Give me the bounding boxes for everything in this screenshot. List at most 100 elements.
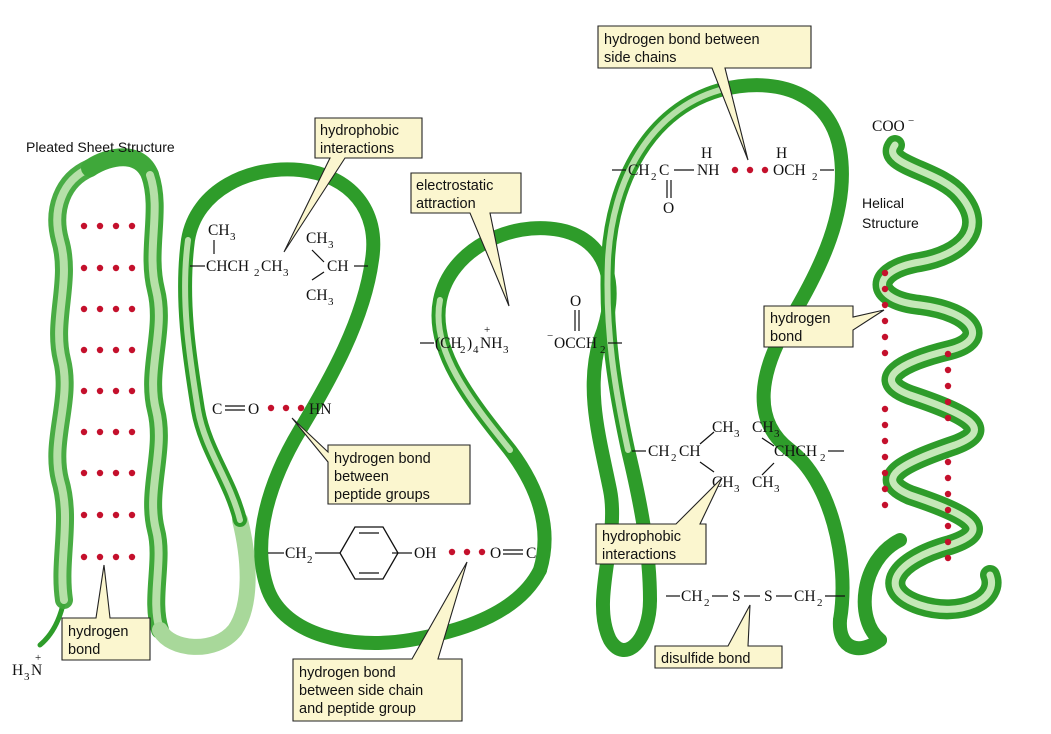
svg-text:hydrogen bond between: hydrogen bond between [604, 32, 760, 48]
svg-text:CH: CH [681, 588, 703, 605]
hydrogen-bond-dot [881, 269, 889, 277]
svg-text:CH: CH [261, 258, 283, 275]
hydrogen-bond-dot [112, 553, 120, 561]
n-terminus-label: H 3 N + [12, 652, 42, 683]
svg-text:CH: CH [285, 545, 307, 562]
hydrogen-bond-dot [96, 511, 104, 519]
svg-text:bond: bond [68, 642, 100, 658]
hydrogen-bond-dot [128, 469, 136, 477]
hydrogen-bond-dot [80, 222, 88, 230]
hydrogen-bond-dot [96, 387, 104, 395]
svg-text:3: 3 [328, 239, 334, 251]
svg-text:−: − [908, 115, 914, 127]
hydrogen-bond-dot [128, 305, 136, 313]
c-terminus-label: COO − [872, 115, 914, 135]
hydrogen-bond-dot [881, 469, 889, 477]
svg-text:N: N [31, 662, 42, 679]
hydrogen-bond-dot [881, 285, 889, 293]
svg-text:2: 2 [600, 344, 606, 356]
svg-text:hydrogen bond: hydrogen bond [334, 451, 431, 467]
hydrogen-bond-dot [944, 554, 952, 562]
svg-text:peptide groups: peptide groups [334, 487, 430, 503]
svg-text:H: H [776, 145, 787, 162]
svg-text:2: 2 [254, 267, 260, 279]
svg-text:NH: NH [697, 162, 719, 179]
svg-text:2: 2 [817, 597, 823, 609]
svg-text:C: C [659, 162, 669, 179]
svg-text:3: 3 [503, 344, 509, 356]
svg-text:2: 2 [671, 452, 677, 464]
svg-text:COO: COO [872, 118, 905, 135]
svg-text:CHCH: CHCH [774, 443, 817, 460]
hydrogen-bond-dot [944, 382, 952, 390]
svg-text:2: 2 [812, 171, 818, 183]
svg-text:side chains: side chains [604, 50, 677, 66]
svg-text:CH: CH [327, 258, 349, 275]
svg-text:disulfide bond: disulfide bond [661, 651, 751, 667]
svg-text:4: 4 [473, 344, 479, 356]
svg-text:CH: CH [306, 287, 328, 304]
hydrogen-bond-dot [128, 264, 136, 272]
svg-text:3: 3 [734, 428, 740, 440]
svg-text:OH: OH [414, 545, 436, 562]
hydrogen-bond-dot [944, 474, 952, 482]
callout-hydrophobic-top: hydrophobic interactions [283, 117, 423, 253]
hydrogen-bond-dot [80, 305, 88, 313]
svg-text:CH: CH [712, 419, 734, 436]
hydrogen-bond-dot [112, 469, 120, 477]
svg-text:CH: CH [628, 162, 650, 179]
hydrogen-bond-dot [944, 366, 952, 374]
svg-text:+: + [484, 324, 490, 336]
hydrogen-bond-dot [881, 333, 889, 341]
svg-text:2: 2 [651, 171, 657, 183]
hydrogen-bond-dot [80, 264, 88, 272]
svg-text:2: 2 [704, 597, 710, 609]
svg-text:3: 3 [774, 483, 780, 495]
svg-text:H: H [701, 145, 712, 162]
hydrogen-bond-dot [80, 346, 88, 354]
hydrogen-bond-dot [96, 346, 104, 354]
hydrogen-bond-dot [944, 506, 952, 514]
hydrogen-bond-dot [881, 405, 889, 413]
svg-text:2: 2 [460, 344, 466, 356]
svg-text:attraction: attraction [416, 196, 476, 212]
svg-text:3: 3 [328, 296, 334, 308]
hydrogen-bond-dot [944, 538, 952, 546]
svg-text:C: C [212, 401, 222, 418]
svg-text:O: O [490, 545, 501, 562]
svg-text:CH: CH [306, 230, 328, 247]
svg-text:CH: CH [794, 588, 816, 605]
hydrogen-bond-dot [80, 428, 88, 436]
svg-text:hydrophobic: hydrophobic [602, 529, 681, 545]
svg-text:O: O [248, 401, 259, 418]
svg-text:): ) [467, 335, 472, 352]
hydrogen-bond-dot [881, 421, 889, 429]
svg-text:OCCH: OCCH [554, 335, 597, 352]
ribbon-sheet-turn [81, 148, 159, 184]
svg-text:HN: HN [309, 401, 331, 418]
svg-text:S: S [764, 588, 773, 605]
hydrogen-bond-dot [112, 346, 120, 354]
svg-text:3: 3 [283, 267, 289, 279]
hydrogen-bond-dot [96, 305, 104, 313]
hydrogen-bond-dot [128, 553, 136, 561]
svg-text:OCH: OCH [773, 162, 806, 179]
hydrogen-bond-dot [96, 264, 104, 272]
svg-text:CH: CH [679, 443, 701, 460]
svg-text:electrostatic: electrostatic [416, 178, 493, 194]
hydrogen-bond-dot [881, 453, 889, 461]
svg-text:interactions: interactions [320, 141, 394, 157]
svg-text:2: 2 [820, 452, 826, 464]
hydrogen-bond-dot [128, 387, 136, 395]
hydrogen-bond-dot [96, 469, 104, 477]
svg-text:CH: CH [752, 474, 774, 491]
svg-text:hydrogen: hydrogen [68, 624, 128, 640]
hydrogen-bond-dot [944, 490, 952, 498]
hydrogen-bond-dot [96, 428, 104, 436]
helical-label-line-2: Structure [862, 215, 919, 231]
hydrogen-bond-dot [944, 398, 952, 406]
